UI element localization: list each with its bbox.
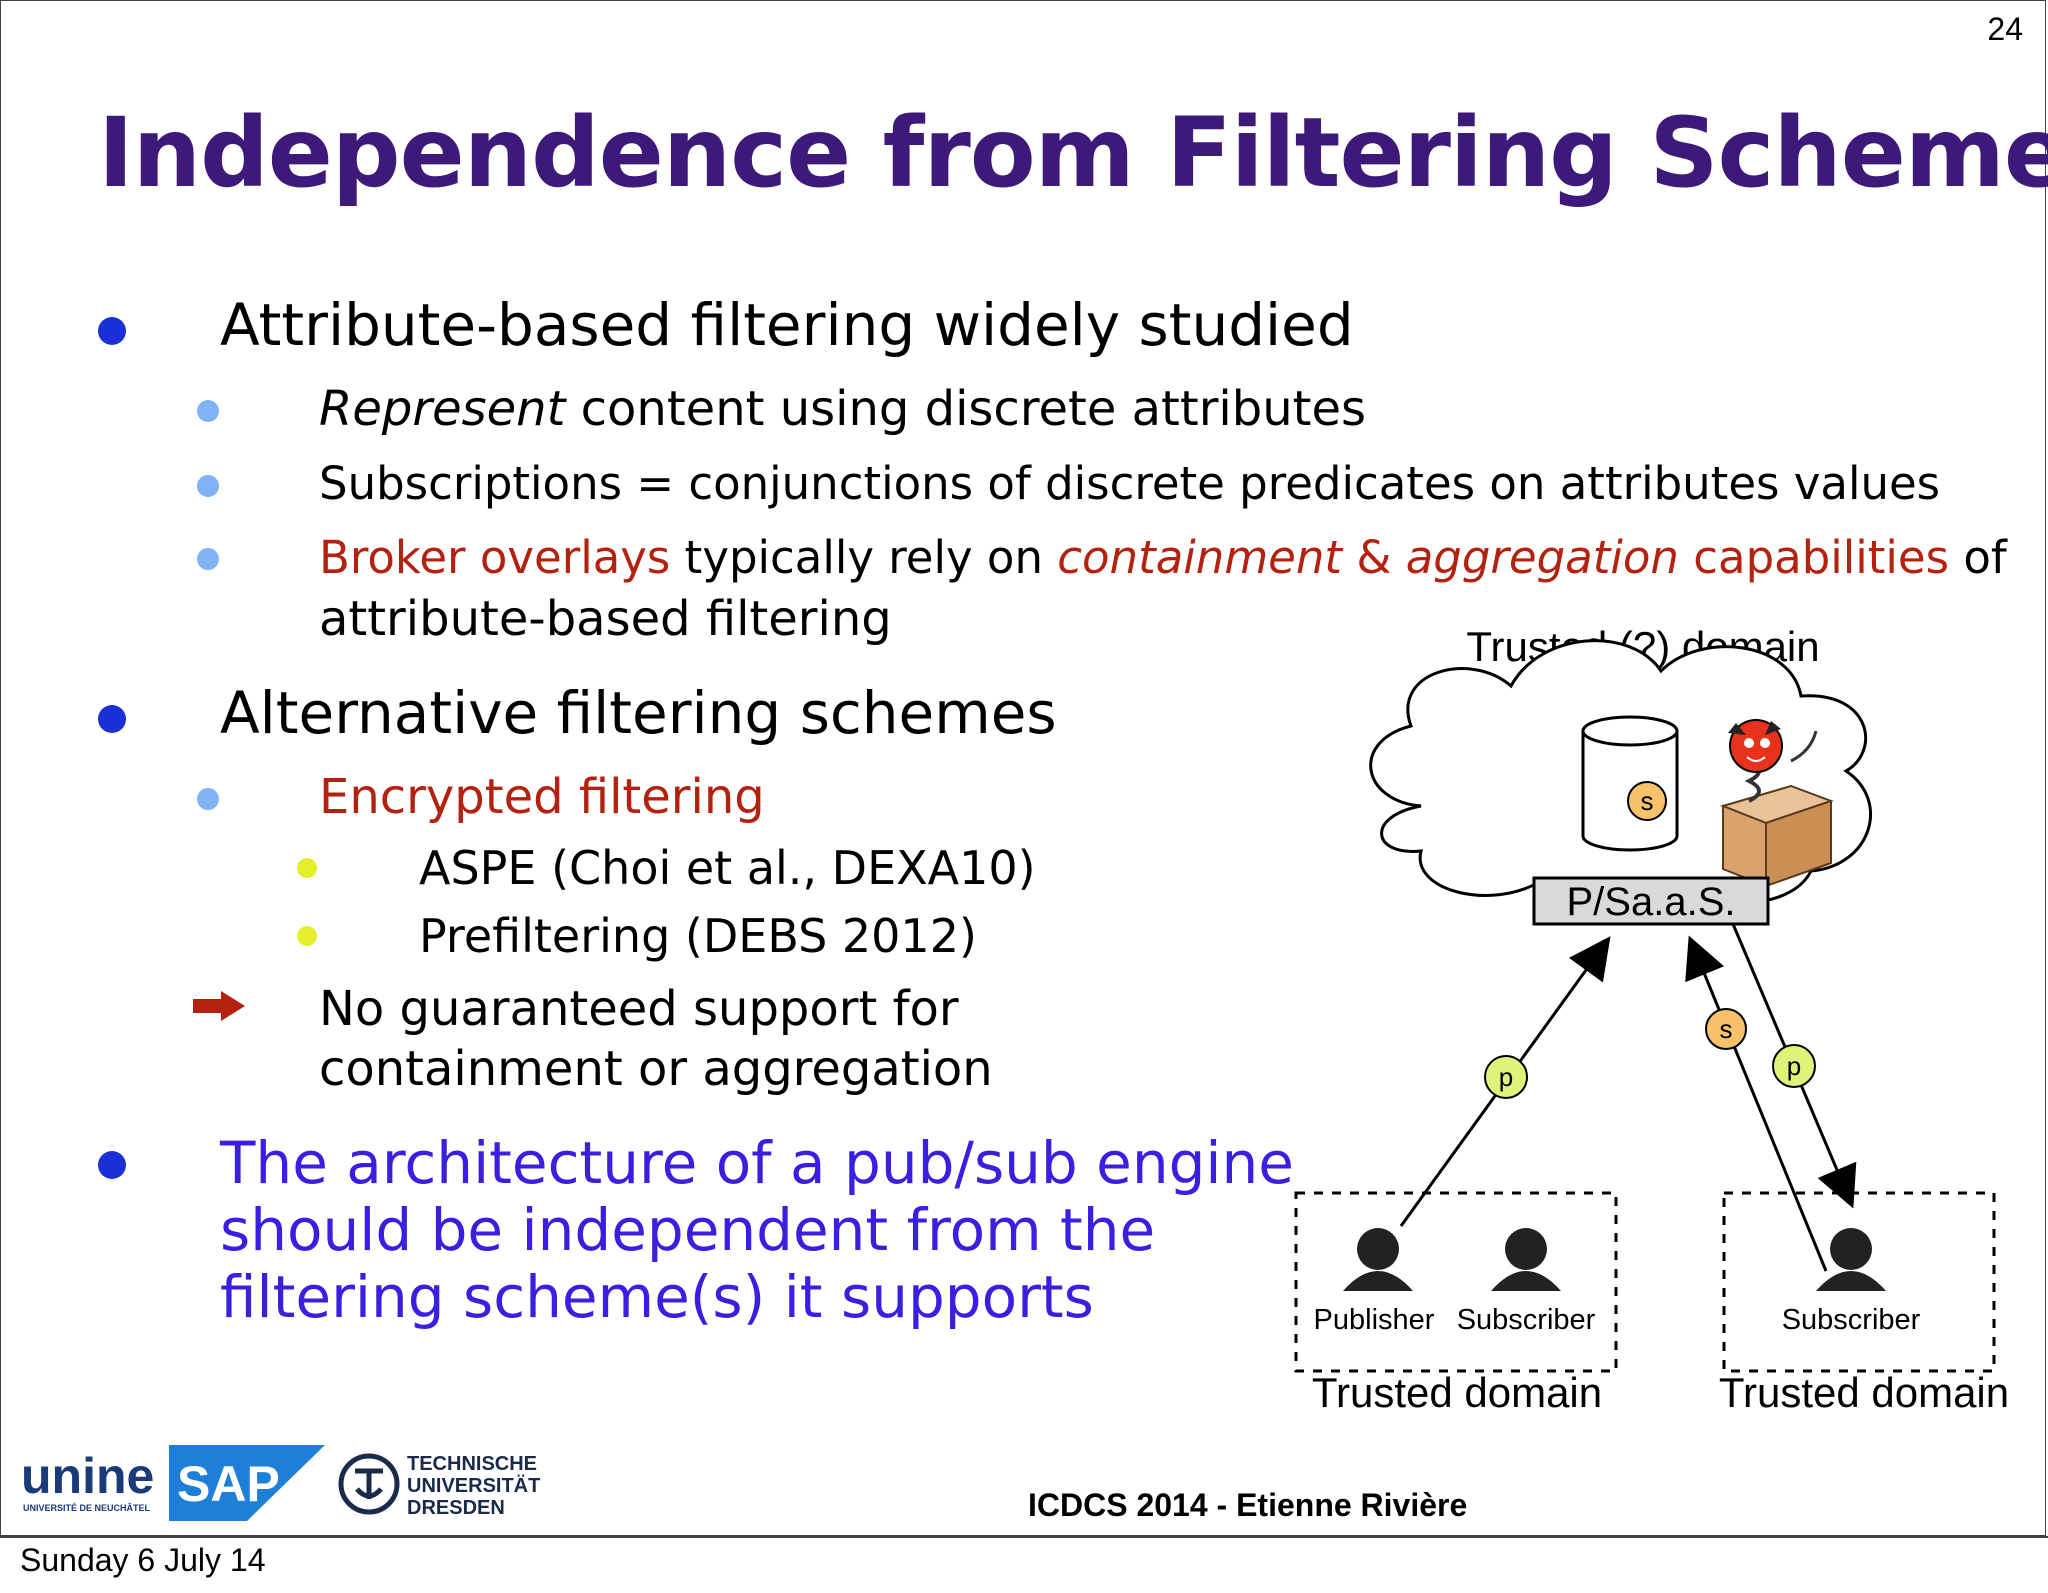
jack-in-the-box-icon <box>1719 719 1834 888</box>
bullet-aspe: ASPE (Choi et al., DEXA10) <box>419 841 1036 895</box>
publication-p-badge <box>1484 1055 1528 1099</box>
bullet-attribute-based: Attribute-based filtering widely studied <box>220 291 1354 359</box>
emphasis-broker-overlays: Broker overlays <box>319 531 671 584</box>
delivery-p-badge-label: p <box>1787 1051 1801 1081</box>
emphasis-represent: Represent <box>319 381 566 437</box>
emphasis-containment: containment <box>1057 531 1343 584</box>
sub-sub-bullet-dot <box>297 858 317 878</box>
slide-title: Independence from Filtering Scheme <box>98 97 2048 209</box>
subscription-s-badge-label: s <box>1720 1014 1733 1044</box>
bullet-encrypted-filtering: Encrypted filtering <box>319 769 765 825</box>
bullet-dot <box>98 317 126 345</box>
subscriber-label: Subscriber <box>1782 1304 1921 1336</box>
right-arrow-icon <box>193 991 245 1021</box>
footer-credit: ICDCS 2014 - Etienne Rivière <box>1028 1487 1468 1523</box>
unine-logo: unine UNIVERSITÉ DE NEUCHÂTEL <box>21 1448 154 1513</box>
slide-date: Sunday 6 July 14 <box>20 1542 266 1578</box>
sub-sub-bullet-dot <box>297 926 317 946</box>
subscribe-arrow <box>1685 935 1828 1272</box>
text-ampersand: & <box>1342 531 1406 584</box>
text-part: of <box>1949 531 2007 584</box>
subscription-s-badge <box>1705 1008 1747 1050</box>
page-number: 24 <box>1987 11 2023 47</box>
text-part: typically rely on <box>670 531 1058 584</box>
database-icon <box>1581 715 1679 852</box>
right-trusted-domain-label: Trusted domain <box>1719 1369 2009 1416</box>
conclusion-line3: filtering scheme(s) it supports <box>220 1263 1094 1331</box>
publisher-label: Publisher <box>1314 1304 1435 1336</box>
svg-text:unine: unine <box>21 1448 154 1504</box>
slide: 24 Independence from Filtering Scheme At… <box>0 0 2048 1536</box>
bullet-alternative-schemes: Alternative filtering schemes <box>220 679 1057 747</box>
emphasis-aggregation: aggregation <box>1405 531 1679 584</box>
sub-bullet-dot <box>197 400 219 422</box>
tu-dresden-logo: TECHNISCHE UNIVERSITÄT DRESDEN <box>338 1453 540 1519</box>
bullet-no-guarantee-line2: containment or aggregation <box>319 1041 993 1097</box>
bullet-no-guarantee-line1: No guaranteed support for <box>319 981 959 1037</box>
svg-text:DRESDEN: DRESDEN <box>407 1497 505 1519</box>
svg-text:UNIVERSITÉ DE NEUCHÂTEL: UNIVERSITÉ DE NEUCHÂTEL <box>23 1502 151 1513</box>
footer-divider <box>0 1536 2048 1538</box>
emphasis-capabilities: capabilities <box>1678 531 1950 584</box>
pubsub-service-box <box>1532 876 1770 926</box>
conclusion-line2: should be independent from the <box>220 1196 1156 1264</box>
bullet-dot <box>98 1151 126 1179</box>
text-rest: content using discrete attributes <box>565 381 1367 437</box>
sub-bullet-dot <box>197 475 219 497</box>
publisher-user-icon <box>1343 1228 1413 1291</box>
left-trusted-domain-box <box>1294 1191 1618 1373</box>
store-s-badge <box>1627 781 1667 821</box>
subscriber-user-icon <box>1816 1228 1886 1291</box>
bullet-prefiltering: Prefiltering (DEBS 2012) <box>419 909 977 963</box>
sap-logo: SAP <box>169 1445 325 1521</box>
svg-text:SAP: SAP <box>177 1456 280 1512</box>
bullet-broker-overlays: Broker overlays typically rely on contai… <box>319 531 2007 584</box>
publication-p-badge-label: p <box>1499 1062 1513 1092</box>
bullet-subscriptions: Subscriptions = conjunctions of discrete… <box>319 457 1941 510</box>
subscriber-label: Subscriber <box>1457 1304 1596 1336</box>
bullet-broker-overlays-line2: attribute-based filtering <box>319 591 892 647</box>
delivery-p-badge <box>1772 1044 1816 1088</box>
bullet-dot <box>98 705 126 733</box>
right-trusted-domain-box <box>1722 1191 1996 1373</box>
sub-bullet-dot <box>197 548 219 570</box>
pubsub-service-label: P/Sa.a.S. <box>1567 880 1736 924</box>
bullet-represent-content: Represent content using discrete attribu… <box>319 381 1366 437</box>
subscriber-user-icon <box>1491 1228 1561 1291</box>
svg-text:TECHNISCHE: TECHNISCHE <box>407 1453 537 1475</box>
svg-text:UNIVERSITÄT: UNIVERSITÄT <box>407 1474 540 1497</box>
sub-bullet-dot <box>197 788 219 810</box>
left-trusted-domain-label: Trusted domain <box>1312 1369 1602 1416</box>
store-s-badge-label: s <box>1641 786 1654 816</box>
conclusion-line1: The architecture of a pub/sub engine <box>220 1129 1294 1197</box>
architecture-diagram: Trusted (?) domain s P/Sa.a.S. <box>1294 623 2009 1416</box>
